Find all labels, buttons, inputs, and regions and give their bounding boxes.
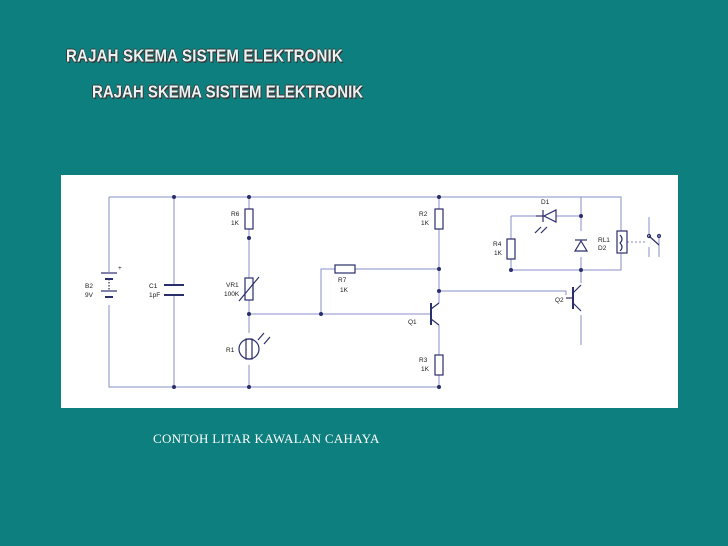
b2-value: 9V <box>85 292 94 299</box>
d1-label: D1 <box>541 199 550 206</box>
r4-value: 1K <box>494 250 503 257</box>
schematic-panel: B2 9V + C1 1pF R6 1K VR1 100K R1 R7 1K R… <box>61 175 678 408</box>
r2-label: R2 <box>419 211 428 218</box>
r7-value: 1K <box>340 287 349 294</box>
b2-label: B2 <box>85 283 93 290</box>
r4-label: R4 <box>493 241 502 248</box>
slide-title: RAJAH SKEMA SISTEM ELEKTRONIK <box>92 82 364 103</box>
components <box>101 208 662 376</box>
variable-resistor-vr1 <box>238 276 260 302</box>
q1-label: Q1 <box>408 319 417 326</box>
transistor-q2 <box>566 284 582 312</box>
relay-rl1 <box>616 230 628 254</box>
schematic-caption: CONTOH LITAR KAWALAN CAHAYA <box>153 431 380 446</box>
c1-label: C1 <box>149 283 158 290</box>
c1-value: 1pF <box>149 292 160 299</box>
r1-label: R1 <box>226 347 235 354</box>
r3-label: R3 <box>419 357 428 364</box>
rl1-label: RL1 <box>598 237 610 244</box>
r6-value: 1K <box>231 220 240 227</box>
resistor-r7 <box>334 264 356 274</box>
resistor-r2 <box>434 208 444 230</box>
r3-value: 1K <box>421 366 430 373</box>
b2-plus: + <box>118 265 122 272</box>
led-d1 <box>534 209 557 234</box>
relay-contacts <box>646 233 662 246</box>
capacitor-c1 <box>164 284 184 296</box>
wires <box>108 196 660 388</box>
transistor-q1 <box>430 302 440 326</box>
vr1-value: 100K <box>224 291 240 298</box>
q2-label: Q2 <box>555 297 564 304</box>
r7-label: R7 <box>338 277 347 284</box>
ldr-r1 <box>238 332 271 360</box>
r6-label: R6 <box>231 211 240 218</box>
resistor-r4 <box>506 238 516 260</box>
resistor-r3 <box>434 354 444 376</box>
battery-b2 <box>101 272 117 298</box>
slide-title-shadow: RAJAH SKEMA SISTEM ELEKTRONIK <box>66 46 343 67</box>
circuit-schematic: B2 9V + C1 1pF R6 1K VR1 100K R1 R7 1K R… <box>85 195 662 389</box>
junctions <box>172 195 583 389</box>
r2-value: 1K <box>421 220 430 227</box>
diode-d2 <box>573 239 589 252</box>
resistor-r6 <box>244 208 254 230</box>
vr1-label: VR1 <box>226 282 239 289</box>
d2-label: D2 <box>598 245 607 252</box>
